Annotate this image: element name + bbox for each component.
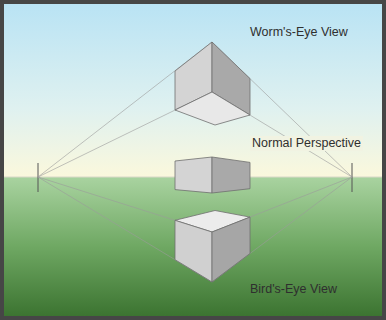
view-label: Worm's-Eye View	[248, 25, 350, 40]
worms-eye-box	[175, 42, 250, 125]
birds-eye-box	[175, 211, 250, 283]
construction-lines	[38, 42, 352, 282]
view-label: Bird's-Eye View	[248, 282, 339, 297]
ground	[4, 177, 382, 316]
view-label: Normal Perspective	[250, 136, 363, 151]
sky	[4, 4, 382, 178]
normal-box	[175, 157, 250, 193]
